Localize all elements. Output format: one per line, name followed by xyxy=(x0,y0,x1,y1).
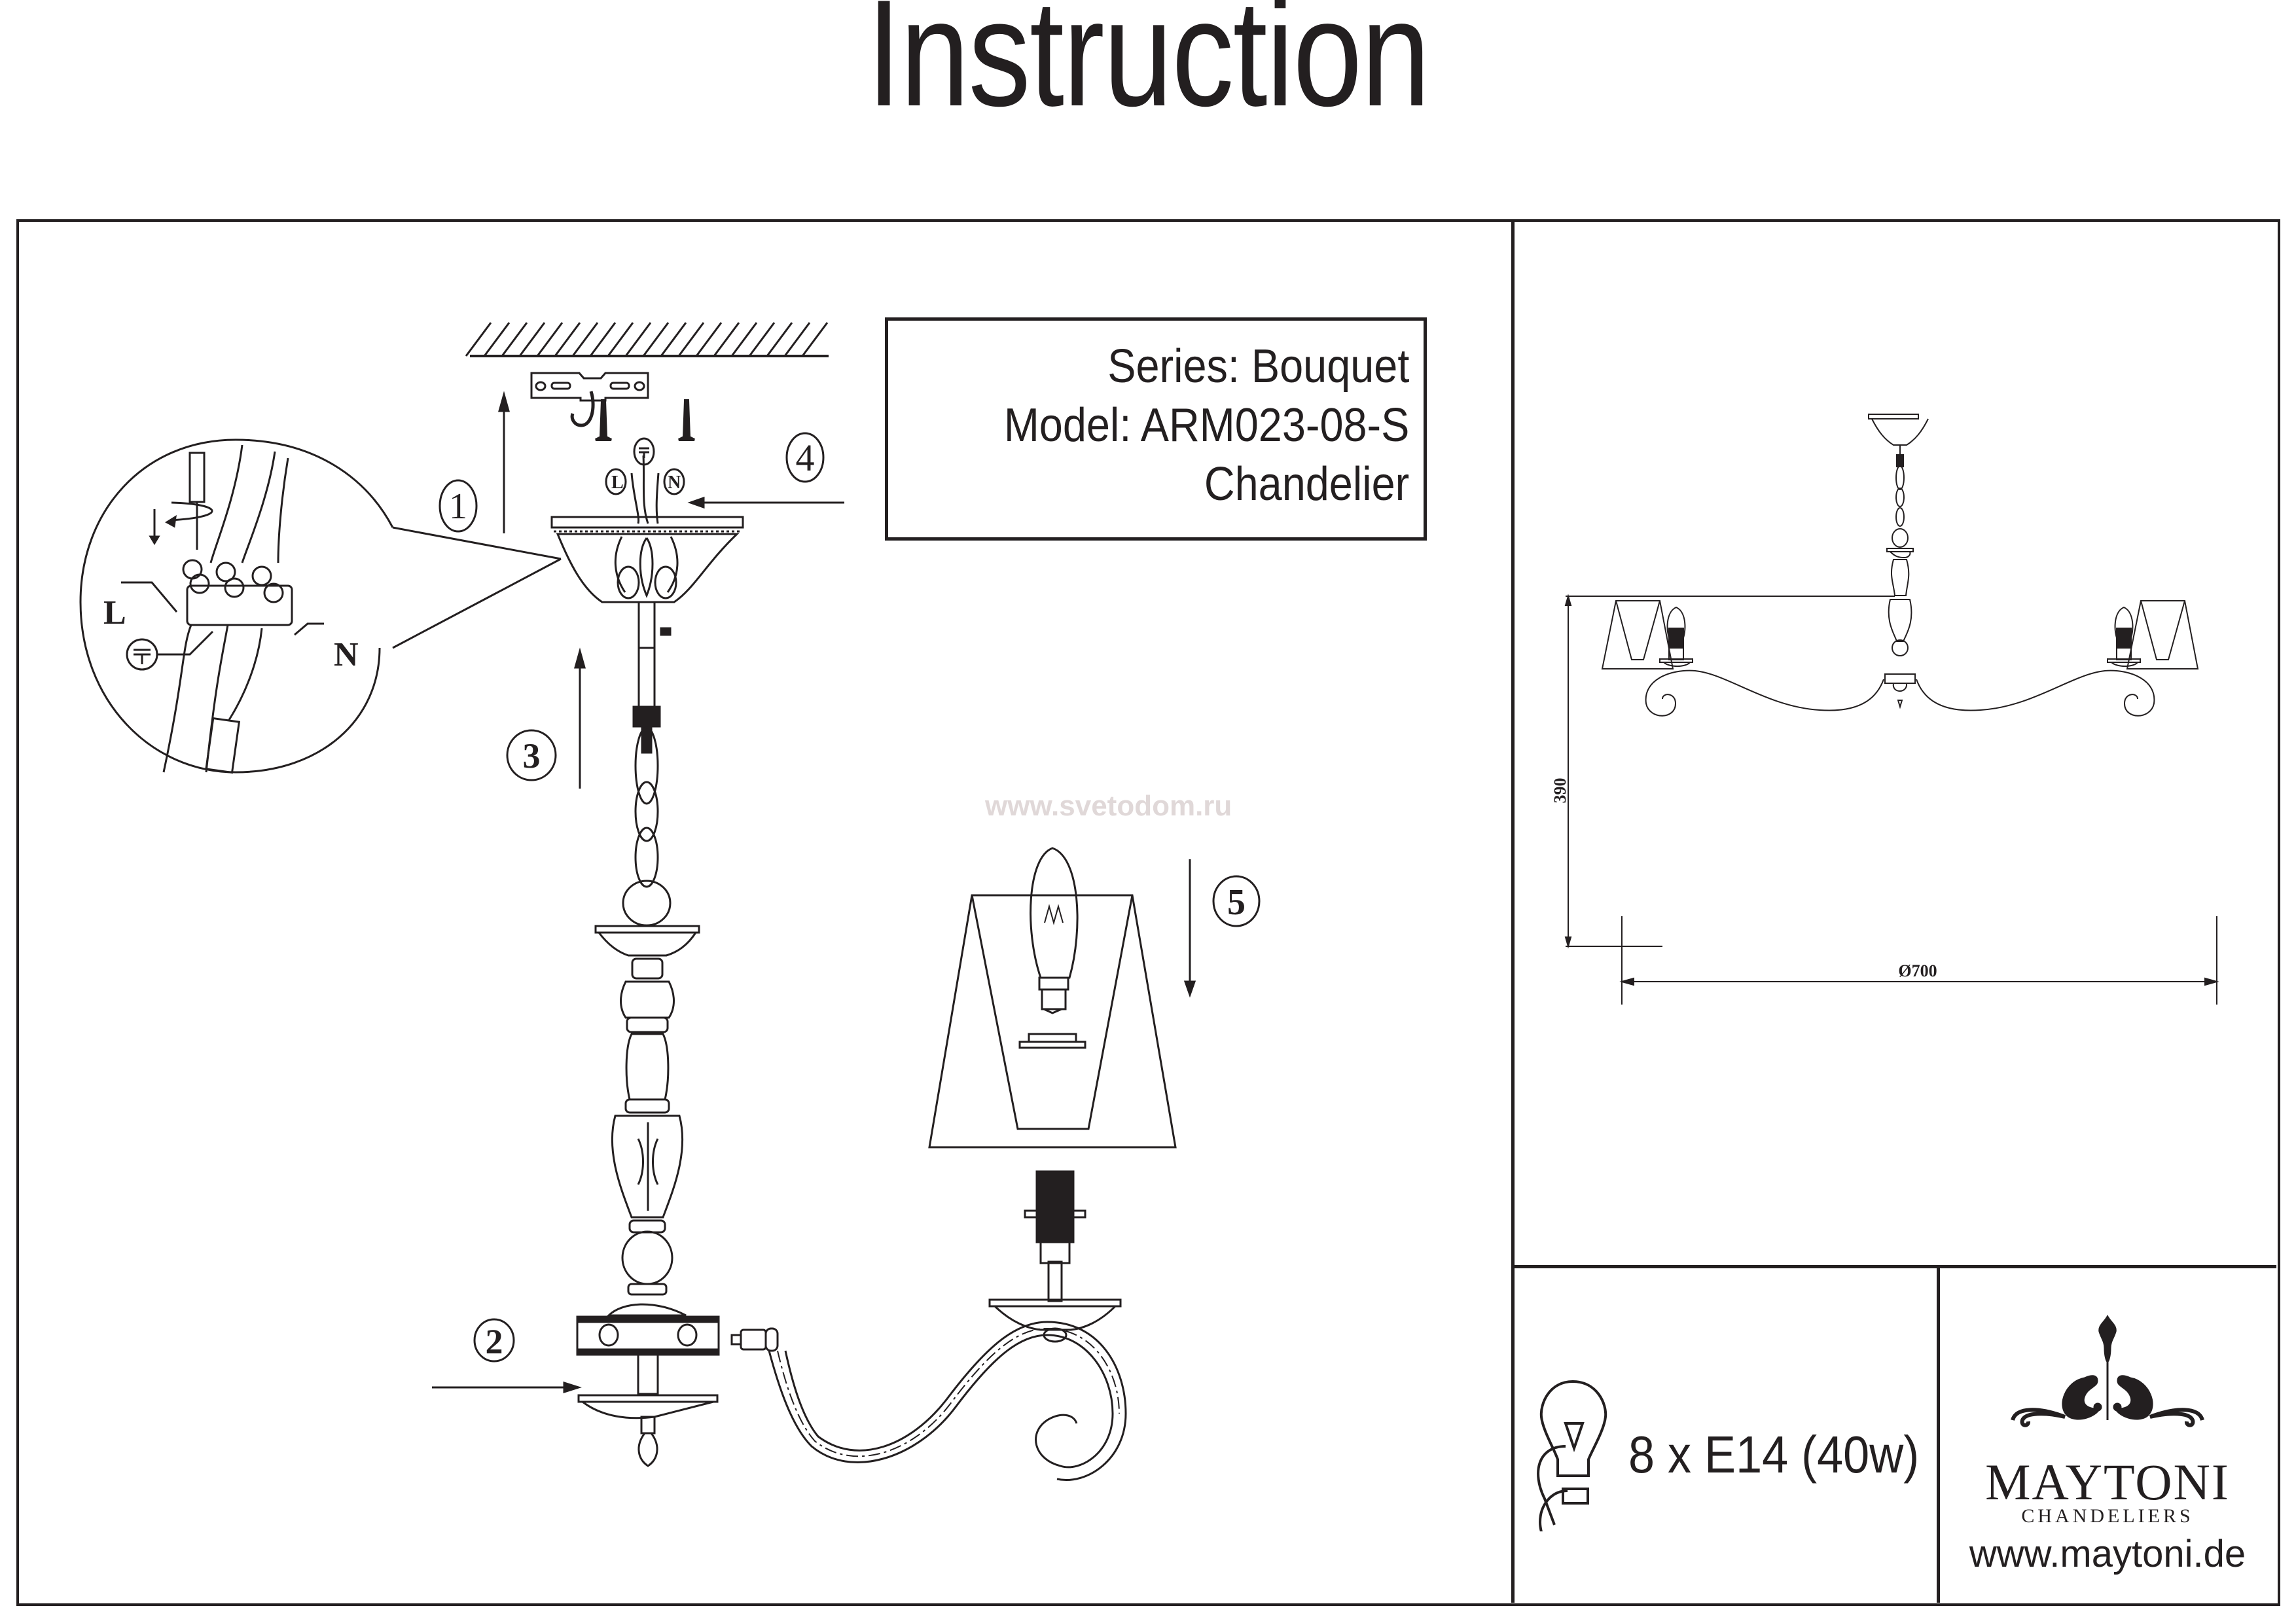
step-5-badge: 5 xyxy=(1212,875,1261,927)
mounting-bracket xyxy=(530,372,649,427)
ceiling-hatch xyxy=(465,322,829,357)
brand-subtitle: CHANDELIERS xyxy=(2021,1505,2194,1527)
dim-stem xyxy=(1884,548,1916,709)
svg-text:3: 3 xyxy=(523,736,541,776)
brand-url[interactable]: www.maytoni.de xyxy=(1969,1533,2246,1575)
wiring-live-label: L xyxy=(103,594,126,632)
watermark: www.svetodom.ru xyxy=(985,790,1232,822)
product-type-label: Chandelier xyxy=(1204,458,1409,510)
dim-canopy xyxy=(1868,414,1929,467)
candle-holder xyxy=(988,1170,1122,1343)
bulb-spec: 8 x E14 (40w) xyxy=(1628,1425,1920,1484)
model-label: Model: ARM023-08-S xyxy=(1003,399,1409,452)
step-badges: 1 2 3 4 5 xyxy=(439,432,1261,1363)
panel-divider-vertical xyxy=(1511,221,1515,1603)
height-dimension-label: 390 xyxy=(1551,778,1570,804)
live-wire-label: L xyxy=(611,473,624,493)
step-2-badge: 2 xyxy=(473,1318,515,1363)
dim-shades xyxy=(1601,600,2199,669)
wiring-neutral-label: N xyxy=(334,636,359,673)
dim-arms xyxy=(1645,628,2155,717)
assembly-drawing: L N L N xyxy=(79,322,1261,1481)
page-title: Instruction xyxy=(867,0,1430,138)
step-arrows xyxy=(432,391,1196,1394)
detail-leader xyxy=(392,526,562,649)
chandelier-stem xyxy=(576,925,779,1467)
svg-text:2: 2 xyxy=(486,1322,503,1361)
product-info-box: Series: Bouquet Model: ARM023-08-S Chand… xyxy=(885,317,1427,541)
logo-divider xyxy=(1937,1266,1940,1603)
step-1-badge: 1 xyxy=(439,479,478,533)
ceiling-canopy xyxy=(550,516,744,649)
series-label: Series: Bouquet xyxy=(1107,340,1409,393)
light-bulb-icon xyxy=(1537,1445,1568,1531)
dimension-lines xyxy=(1564,594,2219,1005)
bulb-icon xyxy=(1539,1380,1607,1505)
svg-text:5: 5 xyxy=(1227,882,1246,923)
neutral-wire-label: N xyxy=(668,473,681,493)
diameter-dimension-label: Ø700 xyxy=(1898,961,1937,980)
step-3-badge: 3 xyxy=(506,729,557,781)
dimension-drawing: 390 Ø700 xyxy=(1551,414,2219,1005)
step-4-badge: 4 xyxy=(785,432,825,483)
wiring-detail: L N xyxy=(79,438,394,774)
supply-wires: L N xyxy=(605,437,685,524)
svg-text:1: 1 xyxy=(449,486,467,527)
lamp-shade xyxy=(928,894,1177,1149)
candle-bulb xyxy=(1018,847,1086,1049)
svg-text:4: 4 xyxy=(796,437,815,479)
instruction-frame xyxy=(16,219,2280,1606)
brand-name: MAYTONI xyxy=(1985,1454,2230,1510)
chain xyxy=(622,648,672,927)
maytoni-logo-icon xyxy=(2011,1314,2204,1427)
dim-chain xyxy=(1892,465,1909,548)
panel-divider-horizontal xyxy=(1513,1265,2276,1268)
chandelier-arm xyxy=(768,1321,1127,1481)
screw-icon xyxy=(595,399,695,441)
